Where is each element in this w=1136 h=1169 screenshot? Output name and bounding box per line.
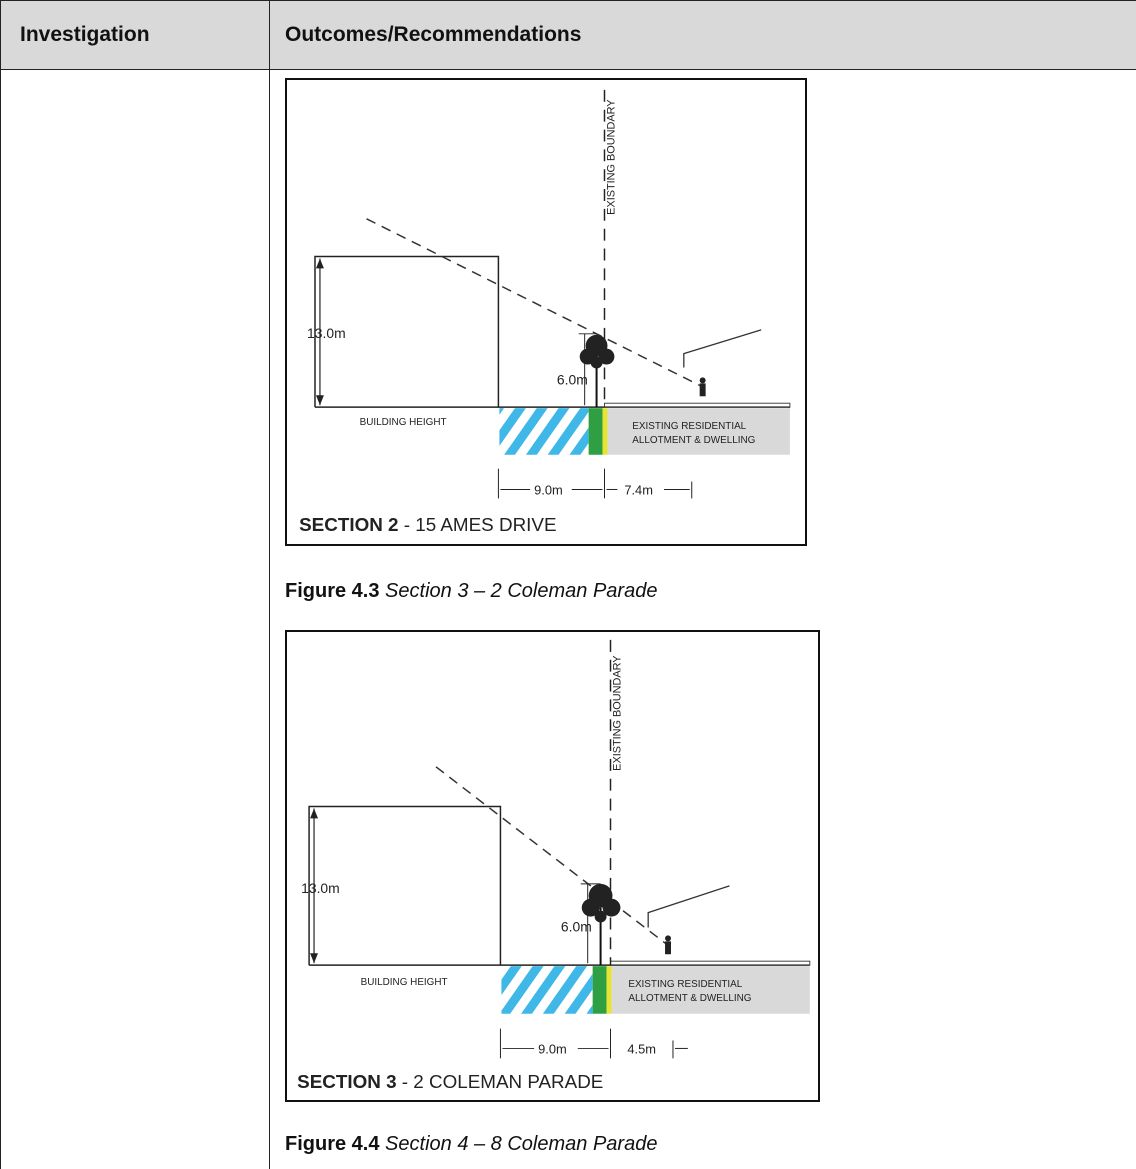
table-border-top (0, 0, 1136, 1)
tree-icon (579, 334, 615, 408)
allotment-area (611, 966, 810, 1014)
dimension-right-label: 4.5m (627, 1041, 656, 1056)
table-border-left (0, 0, 1, 1169)
tree-icon (581, 883, 621, 966)
person-icon (665, 935, 671, 955)
buffer-yellow (602, 408, 608, 455)
dimension-left-label: 9.0m (534, 482, 563, 497)
tree-height-label: 6.0m (561, 918, 592, 934)
allotment-label-line2: ALLOTMENT & DWELLING (632, 435, 755, 446)
ground-strip (604, 402, 791, 408)
building-outline (314, 255, 500, 408)
table-header-divider (0, 69, 1136, 70)
figure-title: Section 4 – 8 Coleman Parade (385, 1133, 658, 1155)
person-icon (699, 377, 706, 397)
figure-section-3: 13.0m EXISTING BOUNDARY 6.0m (285, 630, 820, 1102)
building-outline (308, 805, 502, 966)
allotment-area (607, 408, 790, 455)
height-label: 13.0m (301, 880, 340, 896)
table-column-divider (269, 0, 270, 1169)
dimension-left-label: 9.0m (538, 1041, 567, 1056)
figure-number: Figure 4.3 (285, 580, 380, 602)
section-3-diagram: 13.0m EXISTING BOUNDARY 6.0m (297, 639, 811, 1092)
setback-hatch (499, 408, 589, 455)
allotment-label-line2: ALLOTMENT & DWELLING (628, 993, 751, 1004)
setback-hatch (501, 966, 593, 1014)
figure-section-2: 13.0m EXISTING BOUNDARY 6.0m (285, 78, 807, 546)
building-height-label: BUILDING HEIGHT (361, 977, 448, 988)
figure-caption-4-4: Figure 4.4 Section 4 – 8 Coleman Parade (285, 1133, 657, 1156)
height-label: 13.0m (307, 325, 346, 341)
dwelling-roof (683, 329, 762, 368)
boundary-label: EXISTING BOUNDARY (611, 655, 623, 771)
tree-height-label: 6.0m (557, 371, 588, 387)
dwelling-roof (647, 885, 730, 928)
column-header-investigation: Investigation (20, 23, 150, 46)
section-title: SECTION 3 - 2 COLEMAN PARADE (297, 1071, 603, 1092)
buffer-green (588, 408, 603, 455)
buffer-green (592, 966, 607, 1014)
dimension-right-label: 7.4m (624, 482, 653, 497)
building-height-label: BUILDING HEIGHT (360, 417, 447, 428)
sight-line (435, 766, 669, 946)
section-title: SECTION 2 - 15 AMES DRIVE (299, 514, 556, 535)
figure-caption-4-3: Figure 4.3 Section 3 – 2 Coleman Parade (285, 580, 657, 603)
allotment-label-line1: EXISTING RESIDENTIAL (632, 421, 746, 432)
figure-title: Section 3 – 2 Coleman Parade (385, 580, 658, 602)
column-header-outcomes: Outcomes/Recommendations (285, 23, 582, 46)
boundary-label: EXISTING BOUNDARY (605, 99, 617, 215)
sight-line (366, 218, 704, 389)
figure-number: Figure 4.4 (285, 1133, 380, 1155)
section-2-diagram: 13.0m EXISTING BOUNDARY 6.0m (299, 89, 791, 535)
allotment-label-line1: EXISTING RESIDENTIAL (628, 979, 742, 990)
table-header-row: Investigation Outcomes/Recommendations (0, 0, 1136, 70)
buffer-yellow (606, 966, 612, 1014)
